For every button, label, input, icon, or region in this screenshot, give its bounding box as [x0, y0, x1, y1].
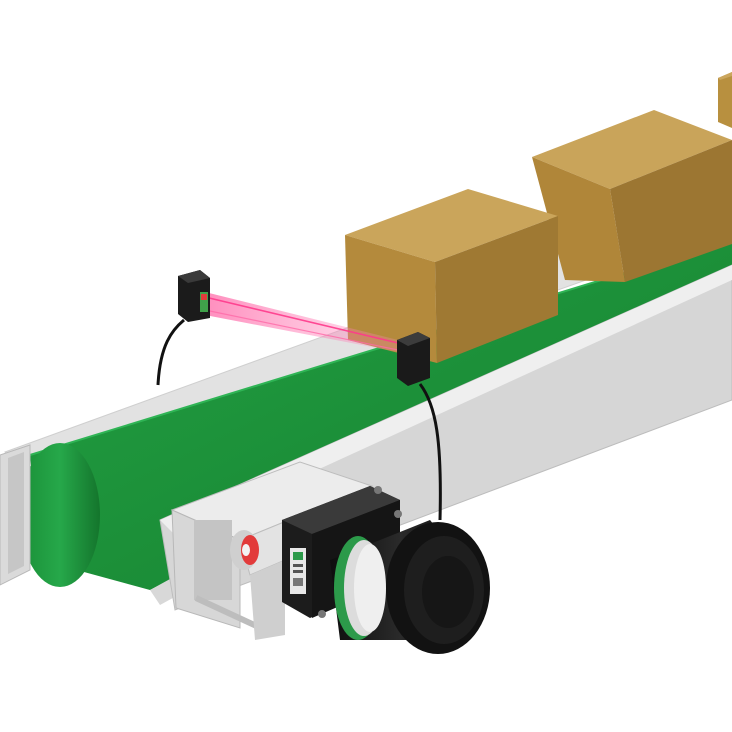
- photoelectric-sensor-left: [178, 270, 210, 322]
- laser-beam-line-2: [204, 309, 399, 351]
- sensor-lens: [200, 292, 208, 312]
- sensor-indicator: [201, 294, 207, 300]
- belt-end-roller: [20, 443, 100, 587]
- laser-beam: [205, 292, 398, 352]
- frame-end-plate-inner: [8, 452, 24, 574]
- box-middle: [532, 110, 732, 282]
- bracket-opening: [194, 520, 232, 600]
- box-front: [345, 189, 558, 363]
- gear-motor: [282, 486, 490, 654]
- box-far: [718, 72, 732, 128]
- shaft-coupling: [230, 530, 259, 570]
- laser-beam-line: [204, 296, 399, 344]
- photoelectric-sensor-right: [397, 332, 430, 386]
- sensor-cable-left: [156, 318, 185, 386]
- sensor-cable-right: [418, 383, 442, 521]
